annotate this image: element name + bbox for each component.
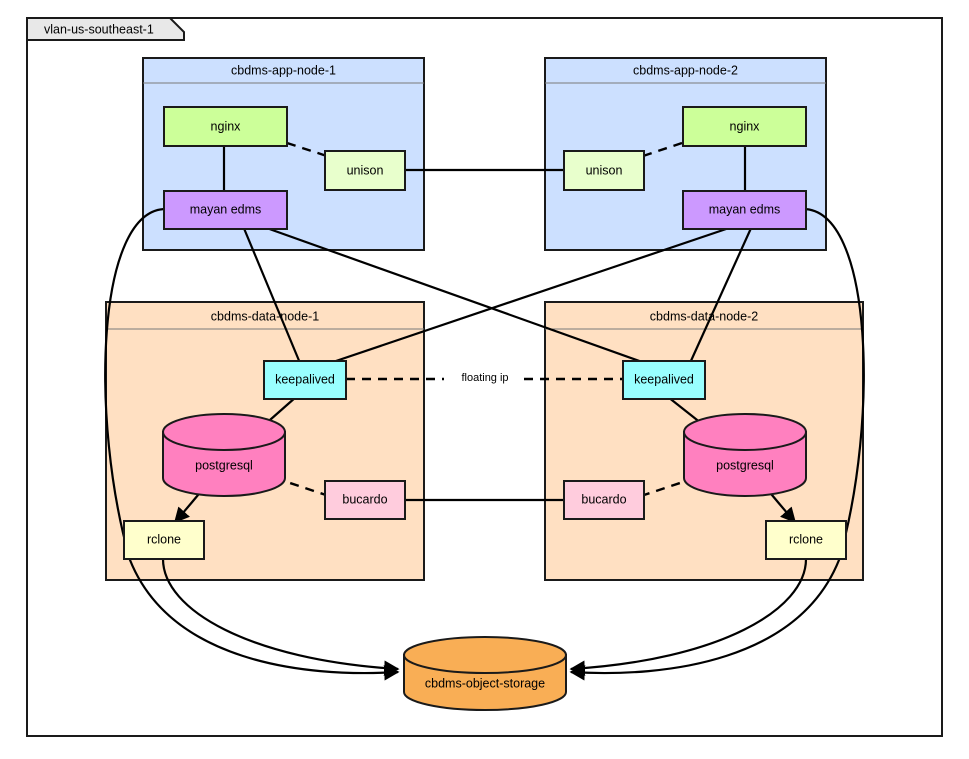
node-postgresql-1-label: postgresql (195, 458, 253, 472)
node-object-storage-label: cbdms-object-storage (425, 676, 545, 690)
node-mayan-edms-1[interactable]: mayan edms (163, 190, 288, 230)
node-object-storage[interactable]: cbdms-object-storage (403, 636, 567, 711)
edge-mayan1-keepalived2 (260, 224, 646, 365)
node-unison-2-box[interactable] (563, 150, 645, 191)
node-nginx-2[interactable]: nginx (682, 106, 807, 147)
node-bucardo-2[interactable]: bucardo (563, 480, 645, 520)
node-keepalived-2-label: keepalived (634, 372, 694, 386)
group-app-node-2-title: cbdms-app-node-2 (633, 63, 738, 77)
node-keepalived-1[interactable]: keepalived (263, 360, 347, 400)
node-rclone-2[interactable]: rclone (765, 520, 847, 560)
node-nginx-1-label: nginx (211, 119, 242, 133)
node-rclone-1-box[interactable] (123, 520, 205, 560)
node-mayan-edms-2[interactable]: mayan edms (682, 190, 807, 230)
edge-mayan2-keepalived2 (688, 225, 754, 364)
edge-rclone2-object-storage (569, 558, 808, 676)
node-nginx-1-box[interactable] (163, 106, 288, 147)
node-nginx-2-label: nginx (730, 119, 761, 133)
node-rclone-2-label: rclone (789, 532, 823, 546)
node-unison-1-box[interactable] (324, 150, 406, 191)
node-keepalived-2-box[interactable] (622, 360, 706, 400)
node-unison-2[interactable]: unison (563, 150, 645, 191)
node-mayan-edms-2-label: mayan edms (709, 202, 781, 216)
node-nginx-1[interactable]: nginx (163, 106, 288, 147)
node-bucardo-2-box[interactable] (563, 480, 645, 520)
node-nginx-2-box[interactable] (682, 106, 807, 147)
node-bucardo-2-label: bucardo (581, 492, 626, 506)
node-postgresql-1[interactable]: postgresql (162, 413, 286, 497)
node-mayan-edms-1-box[interactable] (163, 190, 288, 230)
node-object-storage-top[interactable] (403, 636, 567, 674)
node-postgresql-2-top[interactable] (683, 413, 807, 451)
node-mayan-edms-1-label: mayan edms (190, 202, 262, 216)
node-postgresql-1-top[interactable] (162, 413, 286, 451)
node-keepalived-1-label: keepalived (275, 372, 335, 386)
group-app-node-1-title: cbdms-app-node-1 (231, 63, 336, 77)
edge-mayan2-keepalived1 (329, 224, 736, 365)
node-keepalived-1-box[interactable] (263, 360, 347, 400)
group-data-node-2-title: cbdms-data-node-2 (650, 309, 758, 323)
node-bucardo-1-label: bucardo (342, 492, 387, 506)
group-data-node-1-title: cbdms-data-node-1 (211, 309, 319, 323)
node-unison-1-label: unison (347, 163, 384, 177)
node-postgresql-2-label: postgresql (716, 458, 774, 472)
zone-label: vlan-us-southeast-1 (44, 22, 154, 36)
node-bucardo-1-box[interactable] (324, 480, 406, 520)
node-rclone-1[interactable]: rclone (123, 520, 205, 560)
node-postgresql-2[interactable]: postgresql (683, 413, 807, 497)
node-rclone-1-label: rclone (147, 532, 181, 546)
edge-floating-ip-label: floating ip (461, 372, 508, 384)
node-mayan-edms-2-box[interactable] (682, 190, 807, 230)
edge-rclone1-object-storage (161, 558, 400, 676)
node-bucardo-1[interactable]: bucardo (324, 480, 406, 520)
node-rclone-2-box[interactable] (765, 520, 847, 560)
edge-mayan1-keepalived1 (241, 225, 302, 364)
zone-tab (26, 17, 185, 41)
node-unison-1[interactable]: unison (324, 150, 406, 191)
node-unison-2-label: unison (586, 163, 623, 177)
node-keepalived-2[interactable]: keepalived (622, 360, 706, 400)
